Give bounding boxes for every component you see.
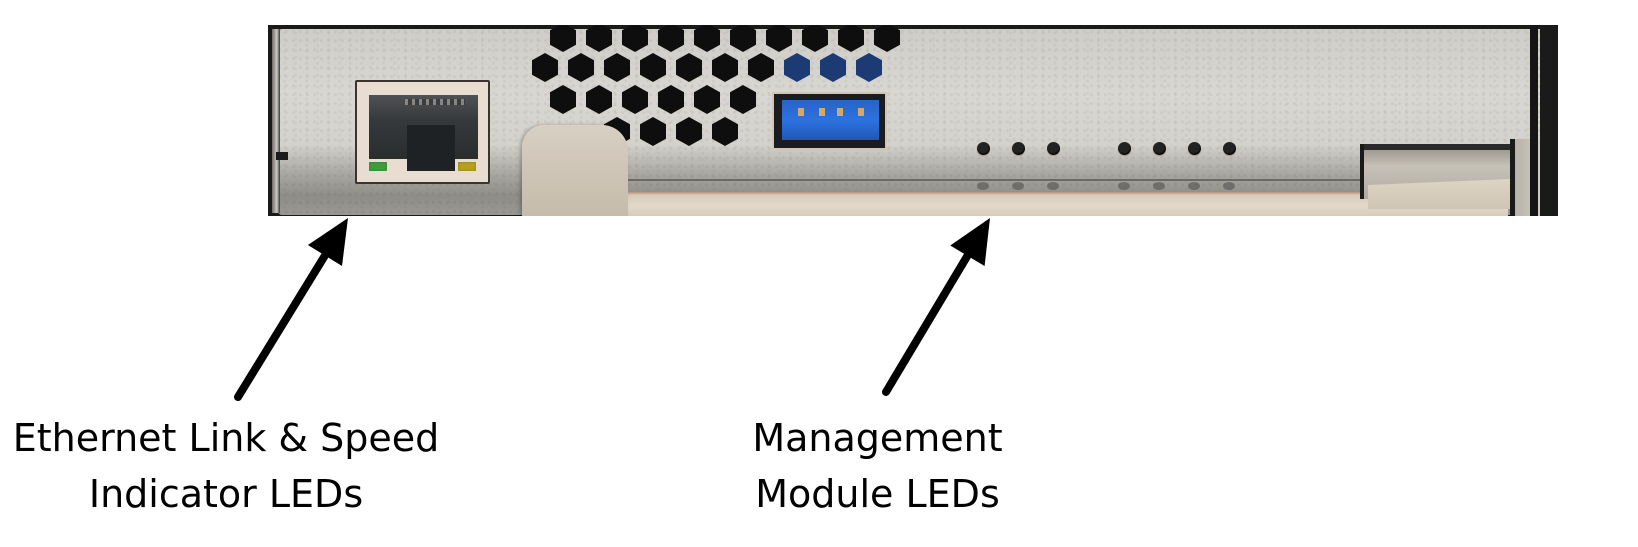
usb-pin: [798, 108, 804, 116]
faceplate-notch: [276, 152, 288, 160]
faceplate-right-edge: [1530, 25, 1538, 216]
faceplate-left-edge: [272, 29, 280, 213]
label-line: Module LEDs: [755, 472, 1000, 516]
faceplate-groove: [628, 179, 1528, 181]
label-line: Indicator LEDs: [88, 472, 364, 516]
led-hole-reflection: [1012, 182, 1024, 190]
faceplate-metal: [278, 25, 1540, 216]
arrow-shaft: [882, 248, 974, 396]
led-hole-reflection: [977, 182, 989, 190]
management-led-label: Management Module LEDs: [700, 410, 1055, 522]
ethernet-link-led: [369, 162, 387, 171]
rj45-latch-key: [407, 125, 455, 171]
module-faceplate-photo: [268, 25, 1558, 216]
management-led-hole: [977, 142, 990, 155]
ethernet-speed-led: [458, 162, 476, 171]
management-led-hole: [1118, 142, 1131, 155]
usb-pin: [819, 108, 825, 116]
led-hole-reflection: [1047, 182, 1059, 190]
ethernet-led-label: Ethernet Link & Speed Indicator LEDs: [0, 410, 452, 522]
led-hole-reflection: [1223, 182, 1235, 190]
usb-pin: [837, 108, 843, 116]
management-led-hole: [1012, 142, 1025, 155]
arrow-shaft: [234, 248, 332, 401]
management-led-hole: [1153, 142, 1166, 155]
arrow-head-icon: [950, 218, 990, 267]
hex-ventilation-grille: [528, 25, 900, 175]
rj45-ethernet-port: [355, 80, 490, 184]
management-led-hole: [1188, 142, 1201, 155]
rj45-cavity: [369, 95, 478, 171]
led-hole-reflection: [1188, 182, 1200, 190]
management-led-hole: [1047, 142, 1060, 155]
rj45-pins: [405, 99, 465, 105]
label-line: Ethernet Link & Speed: [12, 416, 440, 460]
led-hole-reflection: [1118, 182, 1130, 190]
label-line: Management: [752, 416, 1003, 460]
usb-tongue: [782, 100, 879, 140]
ejector-handle: [522, 125, 628, 216]
led-hole-reflection: [1153, 182, 1165, 190]
usb-pin: [858, 108, 864, 116]
arrow-head-icon: [307, 218, 348, 266]
usb-port: [772, 92, 887, 150]
management-led-hole: [1223, 142, 1236, 155]
